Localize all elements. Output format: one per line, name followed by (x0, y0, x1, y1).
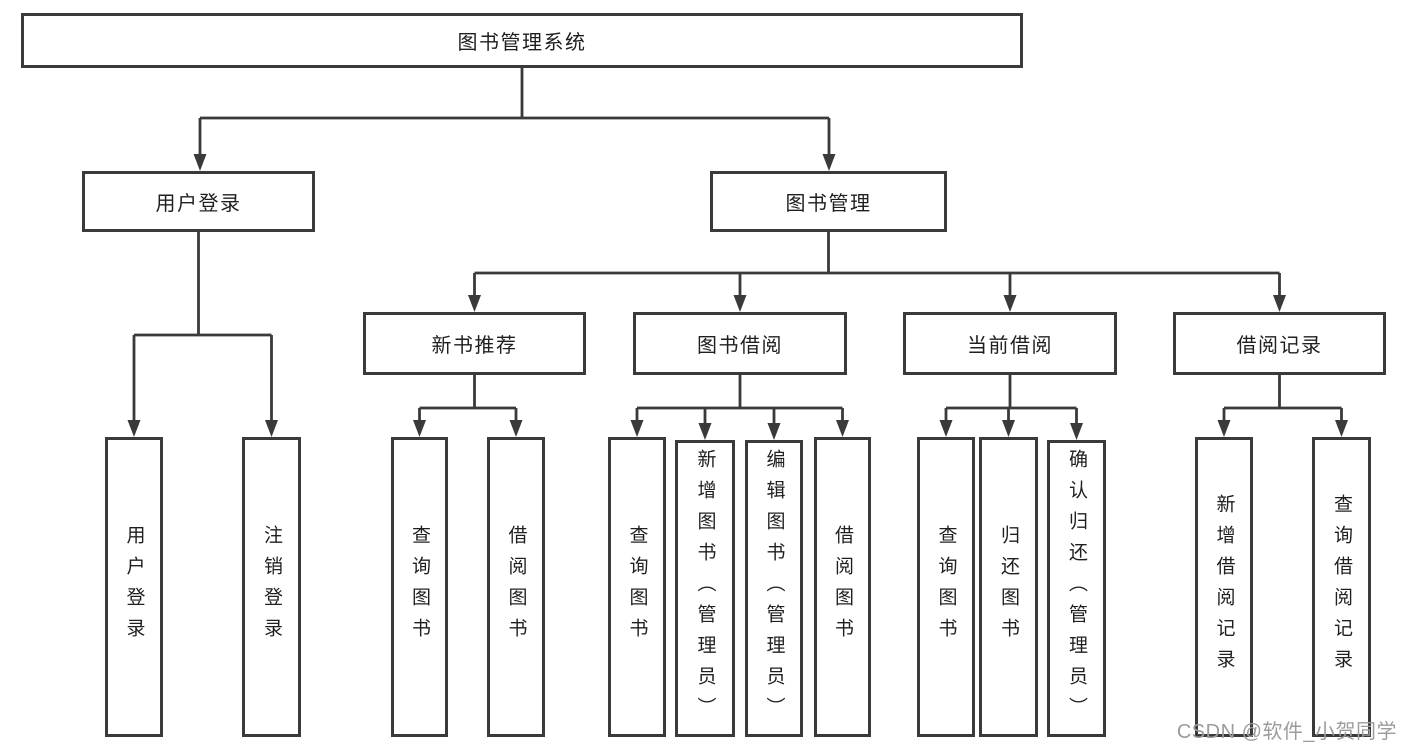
connector-line (198, 68, 831, 157)
node-user-login: 用户登录 (82, 171, 315, 232)
leaf-borrowing-add-books-admin: 新增图书（管理员） (675, 440, 735, 737)
leaf-borrowing-borrow-books: 借阅图书 (814, 437, 871, 737)
arrowhead-icon (767, 423, 781, 440)
connector-root-to-level2 (193, 68, 836, 171)
arrowhead-icon (413, 420, 426, 437)
connector-book-borrowing-to-leaves (630, 375, 849, 440)
leaf-borrowing-query-books: 查询图书 (608, 437, 666, 737)
node-borrowing-records: 借阅记录 (1173, 312, 1386, 375)
arrowhead-icon (836, 420, 849, 437)
arrowhead-icon (127, 420, 141, 437)
arrowhead-icon (822, 154, 836, 171)
arrowhead-icon (939, 420, 953, 437)
leaf-label: 归还图书 (998, 525, 1019, 649)
node-book-borrowing: 图书借阅 (633, 312, 847, 375)
connector-line (132, 232, 273, 423)
leaf-recommend-borrow-books: 借阅图书 (487, 437, 545, 737)
arrowhead-icon (630, 420, 644, 437)
arrowhead-icon (468, 295, 481, 312)
arrowhead-icon (1003, 295, 1017, 312)
connector-line (635, 375, 844, 426)
node-library-system: 图书管理系统 (21, 13, 1023, 68)
leaf-label: 查询图书 (626, 525, 648, 649)
leaf-label: 新增借阅记录 (1213, 494, 1235, 680)
leaf-current-query-books: 查询图书 (917, 437, 975, 737)
connector-line (473, 232, 1281, 298)
leaf-current-confirm-return-admin: 确认归还（管理员） (1047, 440, 1106, 737)
connector-new-book-recommend-to-leaves (413, 375, 523, 437)
csdn-watermark: CSDN @软件_小贺同学 (1176, 721, 1397, 743)
leaf-records-add-record: 新增借阅记录 (1195, 437, 1253, 737)
connector-current-borrowing-to-leaves (939, 375, 1083, 440)
leaf-label: 新增图书（管理员） (694, 449, 716, 728)
leaf-records-query-record: 查询借阅记录 (1312, 437, 1371, 737)
connector-borrowing-records-to-leaves (1217, 375, 1348, 437)
leaf-label: 确认归还（管理员） (1066, 449, 1087, 728)
arrowhead-icon (1273, 295, 1286, 312)
connector-line (418, 375, 518, 423)
leaf-borrowing-edit-books-admin: 编辑图书（管理员） (745, 440, 803, 737)
connector-book-management-to-level3 (468, 232, 1286, 312)
arrowhead-icon (1002, 420, 1015, 437)
arrowhead-icon (193, 154, 207, 171)
arrowhead-icon (698, 423, 712, 440)
connector-line (944, 375, 1078, 426)
arrowhead-icon (265, 420, 278, 437)
leaf-label: 查询图书 (935, 525, 957, 649)
arrowhead-icon (733, 295, 747, 312)
leaf-label: 查询借阅记录 (1331, 494, 1352, 680)
arrowhead-icon (509, 420, 523, 437)
connector-user-login-to-leaves (127, 232, 278, 437)
node-new-book-recommend: 新书推荐 (363, 312, 586, 375)
arrowhead-icon (1335, 420, 1348, 437)
leaf-label: 用户登录 (123, 525, 145, 649)
leaf-label: 注销登录 (261, 525, 282, 649)
leaf-current-return-books: 归还图书 (979, 437, 1038, 737)
leaf-user-login: 用户登录 (105, 437, 163, 737)
node-book-management: 图书管理 (710, 171, 947, 232)
connector-line (1222, 375, 1343, 423)
leaf-recommend-query-books: 查询图书 (391, 437, 448, 737)
arrowhead-icon (1070, 423, 1083, 440)
arrowhead-icon (1217, 420, 1231, 437)
leaf-label: 借阅图书 (832, 525, 853, 649)
node-current-borrowing: 当前借阅 (903, 312, 1117, 375)
leaf-logout: 注销登录 (242, 437, 301, 737)
leaf-label: 查询图书 (409, 525, 430, 649)
leaf-label: 借阅图书 (505, 525, 527, 649)
leaf-label: 编辑图书（管理员） (763, 449, 785, 728)
